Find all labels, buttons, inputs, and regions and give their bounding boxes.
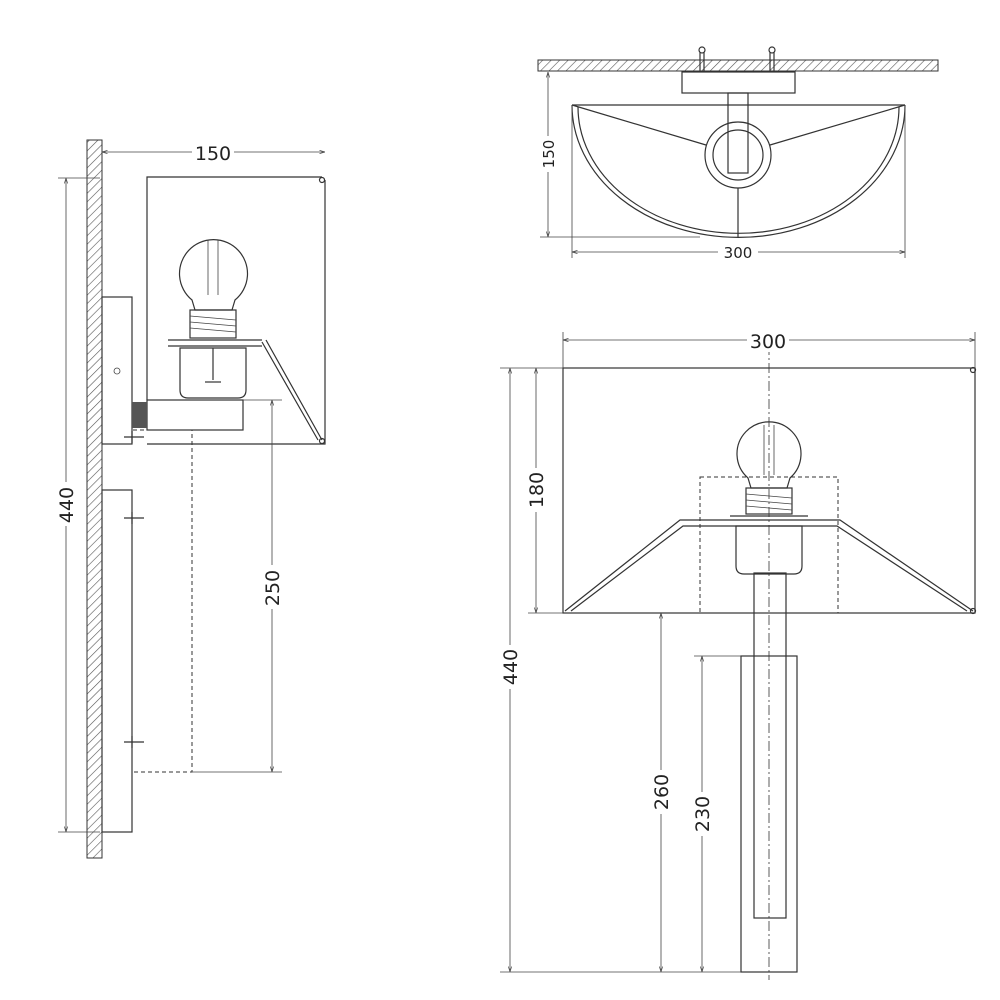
shade-spokes: [571, 104, 906, 237]
hidden-arm: [133, 429, 193, 773]
front-view: 300 440 180 260 230: [498, 328, 977, 980]
bulb: [178, 239, 249, 399]
arm: [146, 399, 244, 431]
ring-outer: [704, 121, 772, 189]
side-height-dim: 440: [56, 487, 78, 523]
arm-joint: [132, 402, 147, 428]
hidden-socket: [699, 476, 839, 614]
mount-box: [681, 71, 796, 94]
shade-frame: [261, 339, 323, 441]
wall-hatch: [86, 139, 103, 859]
top-view: 150 300: [537, 46, 939, 262]
screw-hole: [113, 367, 121, 375]
side-width-dim: 150: [195, 143, 231, 165]
mount-screws: [699, 52, 775, 72]
front-width-dim: 300: [750, 331, 786, 353]
front-arm-height-dim: 260: [651, 774, 673, 810]
shade-outline: [146, 176, 326, 445]
front-total-height-dim: 440: [500, 649, 522, 685]
arm-front: [753, 572, 787, 919]
side-arm-dim: 250: [262, 570, 284, 606]
wall-plate-upper: [101, 296, 133, 445]
top-depth-dim: 150: [540, 140, 558, 169]
ceiling-hatch: [537, 59, 939, 72]
screws: [124, 431, 144, 748]
front-plate-height-dim: 230: [692, 796, 714, 832]
front-shade-height-dim: 180: [526, 472, 548, 508]
wall-plate-lower: [101, 489, 133, 833]
top-width-dim: 300: [724, 244, 753, 262]
side-view: 150 440 250: [54, 139, 326, 859]
